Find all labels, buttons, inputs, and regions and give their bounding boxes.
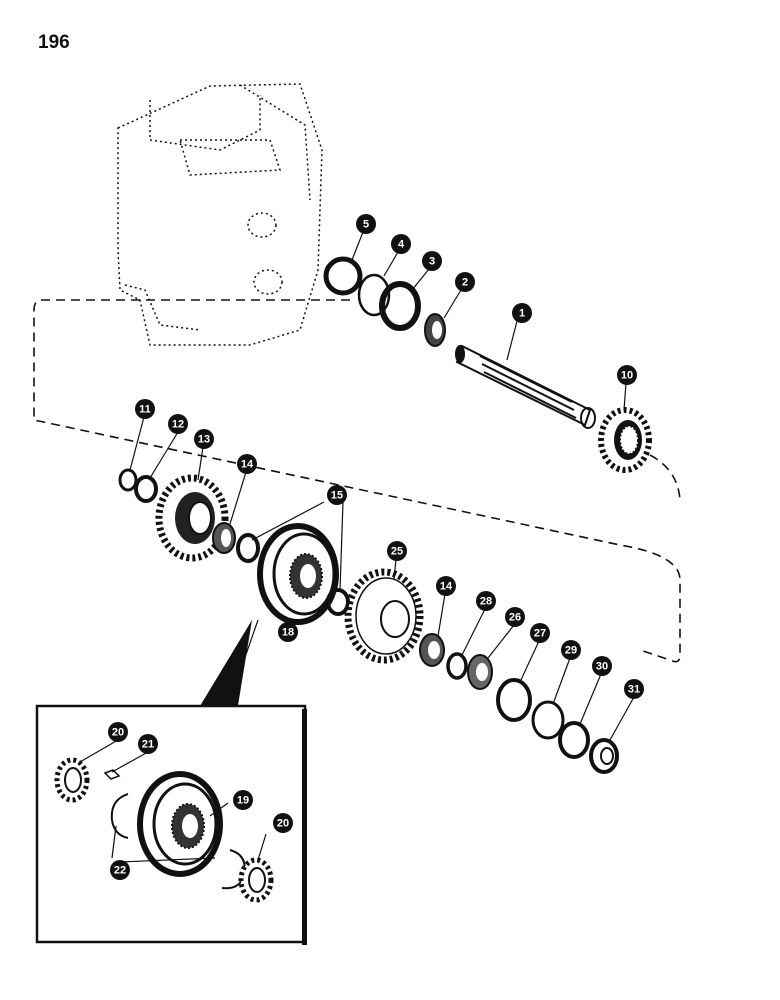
callout-circle: [110, 860, 130, 880]
callout-c18: 18: [278, 622, 298, 642]
callout-c31: 31: [624, 679, 644, 699]
callout-number: 14: [440, 581, 453, 593]
callout-c4: 4: [391, 234, 411, 254]
gear-25: [344, 568, 424, 664]
callout-number: 19: [237, 795, 249, 807]
callout-number: 12: [172, 419, 184, 431]
callout-number: 29: [565, 645, 577, 657]
callout-number: 13: [198, 434, 210, 446]
callout-number: 4: [398, 239, 405, 251]
assembly-boundary: [33, 299, 681, 663]
callout-circle: [273, 813, 293, 833]
right-bearing-stack: [419, 633, 619, 774]
callout-number: 5: [363, 219, 369, 231]
callout-c22: 22: [110, 860, 130, 880]
callout-number: 26: [509, 612, 521, 624]
callout-c29: 29: [561, 640, 581, 660]
callout-circle: [168, 414, 188, 434]
detail-inset: [35, 619, 307, 945]
callout-circle: [233, 790, 253, 810]
callout-number: 30: [596, 661, 608, 673]
callout-circle: [561, 640, 581, 660]
callout-circle: [391, 234, 411, 254]
callout-circle: [530, 623, 550, 643]
callout-number: 15: [331, 490, 343, 502]
callout-c21: 21: [138, 734, 158, 754]
callout-c11: 11: [135, 399, 155, 419]
callout-circle: [356, 214, 376, 234]
callout-circle: [455, 272, 475, 292]
callout-circle: [436, 576, 456, 596]
callout-number: 1: [519, 308, 525, 320]
callout-number: 21: [142, 739, 154, 751]
callout-c20b: 20: [273, 813, 293, 833]
callout-number: 27: [534, 628, 546, 640]
callout-c10: 10: [617, 365, 637, 385]
rear-bearing-parts: [323, 256, 446, 347]
callout-number: 14: [241, 459, 254, 471]
callout-labels: 1234510111213141518251428262729303120211…: [108, 214, 644, 880]
callout-c3: 3: [422, 251, 442, 271]
callout-c14a: 14: [237, 454, 257, 474]
callout-c19: 19: [233, 790, 253, 810]
callout-c14b: 14: [436, 576, 456, 596]
left-gear-cluster: [118, 468, 260, 563]
input-shaft: [455, 344, 596, 429]
callout-circle: [108, 722, 128, 742]
callout-number: 11: [139, 404, 151, 416]
callout-c12: 12: [168, 414, 188, 434]
callout-circle: [194, 429, 214, 449]
housing-outline: [117, 83, 323, 346]
callout-number: 31: [628, 684, 640, 696]
callout-number: 22: [114, 865, 126, 877]
callout-circle: [278, 622, 298, 642]
callout-circle: [387, 541, 407, 561]
callout-circle: [624, 679, 644, 699]
callout-circle: [327, 485, 347, 505]
callout-c15: 15: [327, 485, 347, 505]
callout-circle: [237, 454, 257, 474]
callout-number: 25: [391, 546, 403, 558]
callout-c13: 13: [194, 429, 214, 449]
callout-c1: 1: [512, 303, 532, 323]
callout-number: 20: [112, 727, 124, 739]
callout-circle: [422, 251, 442, 271]
callout-number: 10: [621, 370, 633, 382]
callout-circle: [512, 303, 532, 323]
callout-number: 2: [462, 277, 468, 289]
callout-circle: [505, 607, 525, 627]
callout-c2: 2: [455, 272, 475, 292]
callout-circle: [592, 656, 612, 676]
callout-c26: 26: [505, 607, 525, 627]
callout-c5: 5: [356, 214, 376, 234]
callout-number: 3: [429, 256, 435, 268]
synchronizer-18: [257, 523, 350, 625]
callout-c28: 28: [476, 591, 496, 611]
callout-c20a: 20: [108, 722, 128, 742]
callout-c25: 25: [387, 541, 407, 561]
callout-circle: [135, 399, 155, 419]
callout-c27: 27: [530, 623, 550, 643]
callout-circle: [138, 734, 158, 754]
callout-circle: [617, 365, 637, 385]
callout-circle: [476, 591, 496, 611]
gear-10: [598, 407, 652, 473]
callout-c30: 30: [592, 656, 612, 676]
callout-number: 20: [277, 818, 289, 830]
page-number: 196: [38, 32, 70, 53]
callout-number: 28: [480, 596, 492, 608]
callout-number: 18: [282, 627, 294, 639]
